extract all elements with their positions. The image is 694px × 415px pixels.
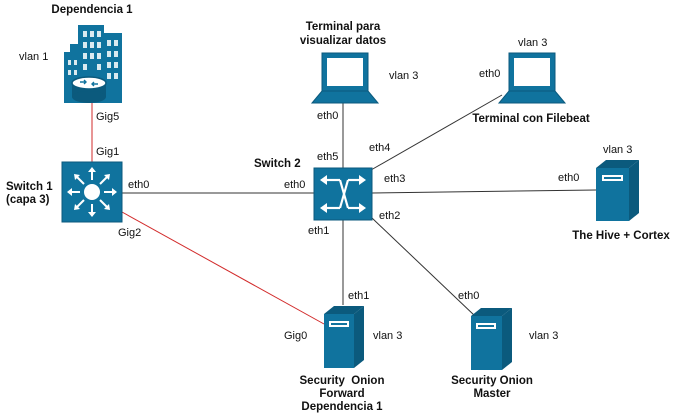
so-master-vlan: vlan 3 [529,330,558,342]
dependencia-title: Dependencia 1 [51,4,133,16]
so-master-title: Security Onion [451,375,533,387]
so-forward-subtitle: Forward [319,388,364,400]
switch1-port-gig1: Gig1 [96,146,119,158]
dependencia-port-gig5: Gig5 [96,111,119,123]
switch2-port-eth2: eth2 [379,210,400,222]
so-forward-location: Dependencia 1 [301,401,383,413]
building-with-router-icon [64,25,122,103]
hive-server-icon [596,160,639,221]
so-forward-title: Security Onion [300,375,385,387]
terminal-filebeat-title: Terminal con Filebeat [472,113,590,125]
terminal-datos-icon [310,52,380,104]
layer3-switch-icon [61,161,123,223]
terminal-datos-title: Terminal para [306,21,381,33]
so-forward-vlan: vlan 3 [373,330,402,342]
switch1-port-eth0: eth0 [128,179,149,191]
switch2-port-eth0: eth0 [284,179,305,191]
switch2-port-eth4: eth4 [369,142,390,154]
switch1-port-gig2: Gig2 [118,227,141,239]
switch1-title: Switch 1 [6,181,53,193]
links [91,94,597,325]
terminal-filebeat-icon [497,52,567,104]
terminal-filebeat-vlan: vlan 3 [518,37,547,49]
switch2-port-eth5: eth5 [317,151,338,163]
link-switch1-so-forward [121,211,325,325]
link-switch2-hive [371,189,597,194]
switch2-title: Switch 2 [254,158,301,170]
switch1-subtitle: (capa 3) [6,194,50,206]
so-forward-port-gig0: Gig0 [284,330,307,342]
link-switch2-terminal-filebeat [370,94,503,171]
hive-port-eth0: eth0 [558,172,579,184]
dependencia-vlan: vlan 1 [19,51,48,63]
hive-vlan: vlan 3 [603,144,632,156]
link-switch2-so-master [371,217,476,317]
terminal-datos-subtitle: visualizar datos [300,35,386,47]
switch2-port-eth1: eth1 [308,225,329,237]
terminal-datos-vlan: vlan 3 [389,70,418,82]
terminal-datos-port-eth0: eth0 [317,110,338,122]
terminal-filebeat-port-eth0: eth0 [479,68,500,80]
hive-title: The Hive + Cortex [572,230,670,242]
so-master-subtitle: Master [473,388,511,400]
so-forward-port-eth1: eth1 [348,290,369,302]
so-master-server-icon [471,308,512,370]
so-master-port-eth0: eth0 [458,290,479,302]
switch-icon [313,167,373,221]
switch2-port-eth3: eth3 [384,173,405,185]
so-forward-server-icon [324,306,364,368]
